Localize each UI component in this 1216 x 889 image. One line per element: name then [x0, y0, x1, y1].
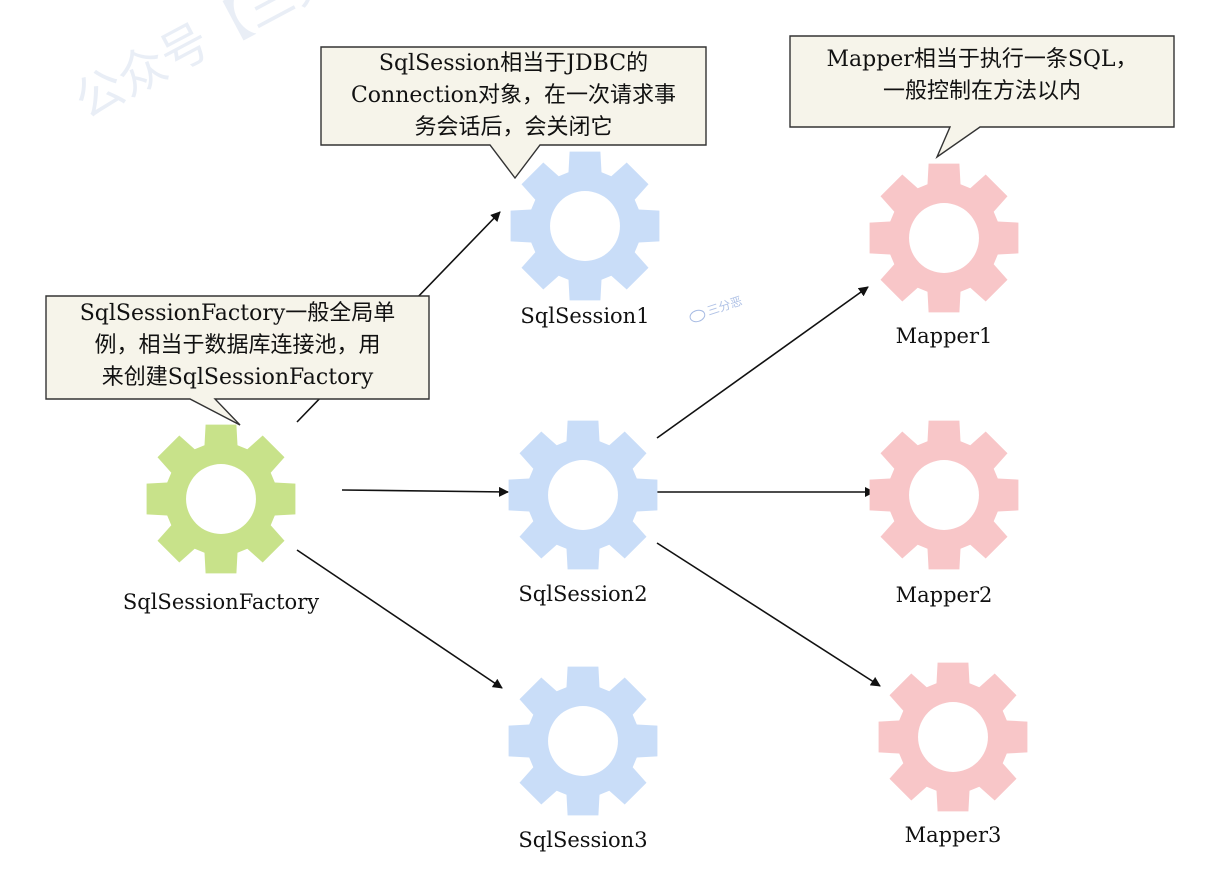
callout-session-box — [320, 46, 707, 180]
label-sqlsessionfactory: SqlSessionFactory — [122, 590, 320, 614]
gear-mapper3-icon — [878, 662, 1028, 812]
gear-mapper2-hole — [909, 460, 979, 530]
arrow-session2-to-mapper3 — [656, 542, 881, 687]
label-mapper1: Mapper1 — [895, 324, 993, 348]
gear-mapper1-hole — [909, 203, 979, 273]
gear-sqlsessionfactory-hole — [186, 464, 256, 534]
label-sqlsession1: SqlSession1 — [520, 304, 650, 328]
gear-sqlsessionfactory-icon — [146, 424, 296, 574]
arrow-session2-to-mapper1 — [656, 286, 869, 439]
gear-sqlsession2-icon — [508, 420, 658, 570]
gear-sqlsession3-icon — [508, 666, 658, 816]
label-mapper2: Mapper2 — [895, 583, 993, 607]
gear-mapper1-icon — [869, 163, 1019, 313]
gear-sqlsession1-hole — [550, 191, 620, 261]
callout-mapper-text: Mapper相当于执行一条SQL， 一般控制在方法以内 — [826, 47, 1138, 104]
callout-factory-text: SqlSessionFactory一般全局单 例，相当于数据库连接池，用 来创建… — [79, 301, 396, 390]
label-mapper3: Mapper3 — [904, 823, 1002, 847]
gear-sqlsession1-icon — [510, 151, 660, 301]
label-sqlsession2: SqlSession2 — [518, 582, 648, 606]
gear-sqlsession2-hole — [548, 460, 618, 530]
gear-mapper3-hole — [918, 702, 988, 772]
arrow-factory-to-session2 — [341, 486, 509, 497]
gear-sqlsession3-hole — [548, 706, 618, 776]
gear-mapper2-icon — [869, 420, 1019, 570]
label-sqlsession3: SqlSession3 — [518, 828, 648, 852]
callout-session-text: SqlSession相当于JDBC的 Connection对象，在一次请求事 务… — [350, 51, 677, 140]
callout-factory-box — [45, 295, 430, 426]
callout-mapper-box — [789, 35, 1175, 159]
arrow-factory-to-session3 — [296, 549, 503, 689]
